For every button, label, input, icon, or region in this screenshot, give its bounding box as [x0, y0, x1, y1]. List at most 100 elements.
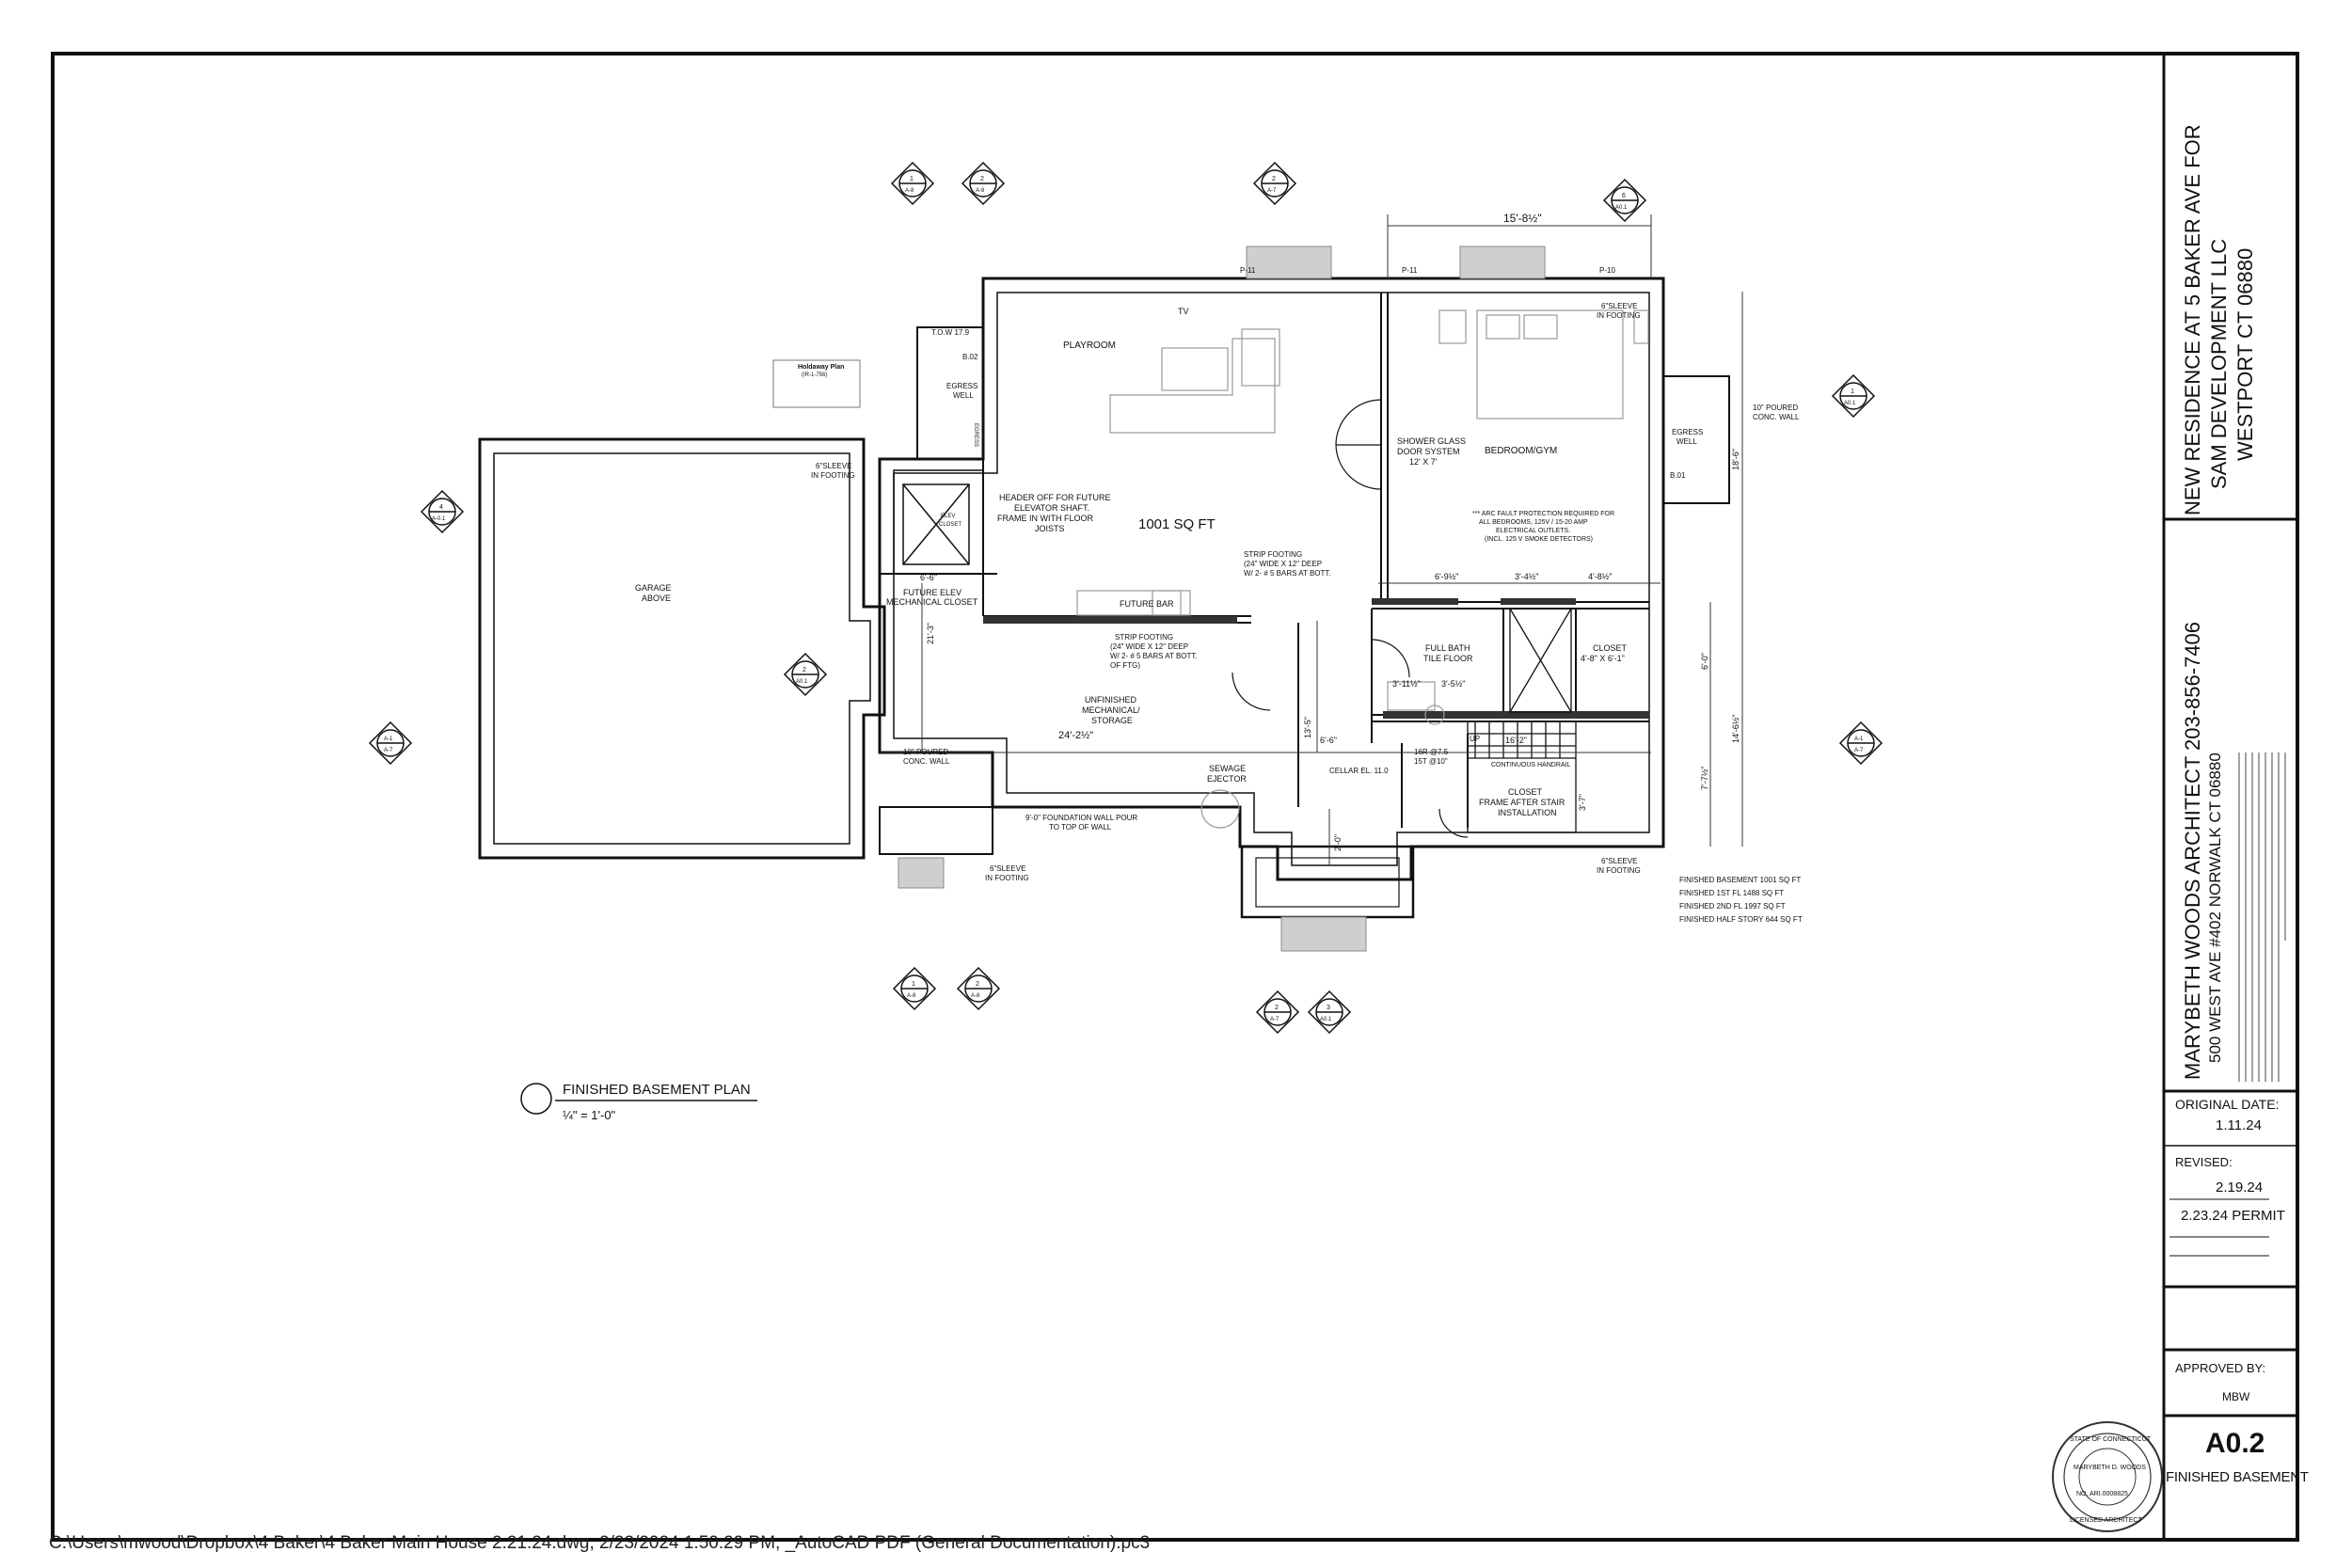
header-note-3: FRAME IN WITH FLOOR — [997, 514, 1093, 523]
conc-wall-right-1: 10" POURED — [1753, 404, 1798, 412]
sleeve-tl-2: IN FOOTING — [811, 471, 855, 480]
marker-s9-num: A-1 — [1854, 736, 1864, 742]
dim-4-8: 4'-8½" — [1588, 572, 1612, 581]
area-summary-3: FINISHED 2ND FL 1997 SQ FT — [1679, 902, 1786, 911]
original-date-label: ORIGINAL DATE: — [2175, 1097, 2280, 1112]
marker-s2-num: 2 — [980, 176, 984, 182]
room-closet-stair-3: INSTALLATION — [1498, 808, 1557, 817]
revised-label: REVISED: — [2175, 1155, 2233, 1169]
marker-s1-ref: A-8 — [905, 188, 914, 194]
seal-name: MARYBETH D. WOODS — [2074, 1465, 2146, 1471]
room-unfinished-1: UNFINISHED — [1085, 695, 1137, 705]
dim-7-7: 7'-7½" — [1700, 767, 1709, 790]
drawing-title: FINISHED BASEMENT PLAN — [563, 1082, 751, 1098]
seal-top: STATE OF CONNECTICUT — [2070, 1436, 2152, 1443]
holdaway-box — [772, 359, 861, 408]
architect-name-phone: MARYBETH WOODS ARCHITECT 203-856-7406 — [2181, 621, 2204, 1080]
sleeve-tr-2: IN FOOTING — [1597, 311, 1641, 320]
elev-closet-2: CLOSET — [939, 522, 961, 528]
arc-fault-1: *** ARC FAULT PROTECTION REQUIRED FOR — [1472, 511, 1614, 517]
room-unfinished-3: STORAGE — [1091, 716, 1133, 725]
shower-note-2: DOOR SYSTEM — [1397, 447, 1460, 456]
shower-note-1: SHOWER GLASS — [1397, 436, 1466, 446]
marker-s5-num: 4 — [439, 504, 443, 511]
strip-footing-1-a: STRIP FOOTING — [1244, 550, 1302, 559]
window-tag-2: P-11 — [1402, 266, 1418, 275]
area-summary-4: FINISHED HALF STORY 644 SQ FT — [1679, 915, 1803, 924]
dim-21-3: 21'-3" — [926, 623, 935, 644]
future-elev-1: FUTURE ELEV — [903, 588, 961, 597]
stair-risers: 16R @7.5 — [1414, 748, 1449, 756]
architect-seal — [2052, 1421, 2163, 1532]
arc-fault-3: ELECTRICAL OUTLETS. — [1496, 528, 1570, 534]
dimension-lines — [880, 214, 1743, 865]
marker-s7-num: 2 — [803, 667, 806, 673]
approved-by-label: APPROVED BY: — [2175, 1361, 2266, 1375]
wall-fills — [983, 598, 1649, 719]
foundation-note-1: 9'-0" FOUNDATION WALL POUR — [1025, 814, 1137, 822]
architect-address: 500 WEST AVE #402 NORWALK CT 06880 — [2206, 752, 2224, 1063]
file-path-footer: C:\Users\mwood\Dropbox\4 Baker\4 Baker M… — [49, 1533, 1151, 1553]
sleeve-bl-1: 6"SLEEVE — [990, 864, 1025, 873]
furniture — [1076, 309, 1649, 829]
section-markers — [368, 161, 1883, 1035]
sleeve-br-2: IN FOOTING — [1597, 866, 1641, 875]
sheet-number: A0.2 — [2205, 1428, 2265, 1459]
marker-s4-ref: A0.1 — [1615, 205, 1628, 211]
dim-14-6: 14'-6½" — [1731, 715, 1740, 743]
room-full-bath-1: FULL BATH — [1425, 643, 1470, 653]
window-blocks — [898, 245, 1546, 952]
title-block — [2162, 54, 2297, 1540]
conc-wall-left-1: 10" POURED — [903, 748, 948, 756]
dim-16-2: 16'-2" — [1505, 736, 1527, 745]
seal-no: NO. ARI.0008825 — [2076, 1491, 2128, 1497]
marker-s13-ref: A0.1 — [1320, 1017, 1332, 1022]
marker-s10-num: 1 — [912, 981, 915, 988]
room-closet-stair-2: FRAME AFTER STAIR — [1479, 798, 1565, 807]
original-date-value: 1.11.24 — [2216, 1117, 2262, 1133]
window-tag-1: P-11 — [1240, 266, 1256, 275]
elevator-shaft — [893, 469, 984, 575]
marker-s1-num: 1 — [910, 176, 914, 182]
dim-3-11: 3'-11½" — [1392, 679, 1421, 689]
egress-well-right-2: WELL — [1677, 437, 1697, 446]
approved-by-value: MBW — [2222, 1390, 2250, 1403]
marker-s12-num: 2 — [1275, 1005, 1279, 1011]
sleeve-tr-1: 6"SLEEVE — [1601, 302, 1637, 310]
dim-3-4: 3'-4½" — [1515, 572, 1538, 581]
room-garage-2: ABOVE — [642, 594, 671, 603]
area-summary-1: FINISHED BASEMENT 1001 SQ FT — [1679, 876, 1801, 884]
sleeve-bl-2: IN FOOTING — [985, 874, 1029, 882]
sleeve-tl-1: 6"SLEEVE — [816, 462, 851, 470]
room-bedroom: BEDROOM/GYM — [1485, 446, 1557, 456]
marker-s10-ref: A-8 — [907, 993, 916, 999]
holdaway-title: Holdaway Plan — [798, 364, 844, 371]
project-title-line2: SAM DEVELOPMENT LLC — [2207, 238, 2231, 489]
strip-footing-2-d: OF FTG) — [1110, 661, 1140, 670]
window-tag-5: B.01 — [1670, 471, 1686, 480]
strip-footing-1-b: (24" WIDE X 12" DEEP — [1244, 560, 1322, 568]
conc-wall-left-2: CONC. WALL — [903, 757, 950, 766]
header-note-2: ELEVATOR SHAFT. — [1014, 503, 1089, 513]
marker-s5-ref: A-0.1 — [432, 516, 446, 522]
room-full-bath-2: TILE FLOOR — [1423, 654, 1473, 663]
marker-s6-num: 1 — [1851, 388, 1854, 395]
dim-2-0: 2'-0" — [1333, 834, 1343, 851]
marker-s2-ref: A-8 — [976, 188, 985, 194]
marker-s3-ref: A-7 — [1267, 188, 1277, 194]
legal-notes — [2238, 752, 2286, 1082]
conc-wall-right-2: CONC. WALL — [1753, 413, 1800, 421]
foundation-note-2: TO TOP OF WALL — [1049, 823, 1112, 832]
dim-13-5: 13'-5" — [1303, 717, 1312, 738]
drawing-scale: ¼" = 1'-0" — [563, 1108, 616, 1122]
dim-15-8: 15'-8½" — [1503, 212, 1542, 225]
strip-footing-2-b: (24" WIDE X 12" DEEP — [1110, 642, 1188, 651]
stair-treads: 15T @10" — [1414, 757, 1448, 766]
sleeve-br-1: 6"SLEEVE — [1601, 857, 1637, 865]
room-closet-1: CLOSET — [1593, 643, 1628, 653]
dim-6-9: 6'-9½" — [1435, 572, 1458, 581]
window-tag-3: P-10 — [1599, 266, 1615, 275]
tow-note: T.O.W 17.9 — [931, 328, 970, 337]
cellar-elevation: CELLAR EL. 11.0 — [1329, 767, 1389, 775]
drawing-title-marker — [520, 1083, 552, 1115]
